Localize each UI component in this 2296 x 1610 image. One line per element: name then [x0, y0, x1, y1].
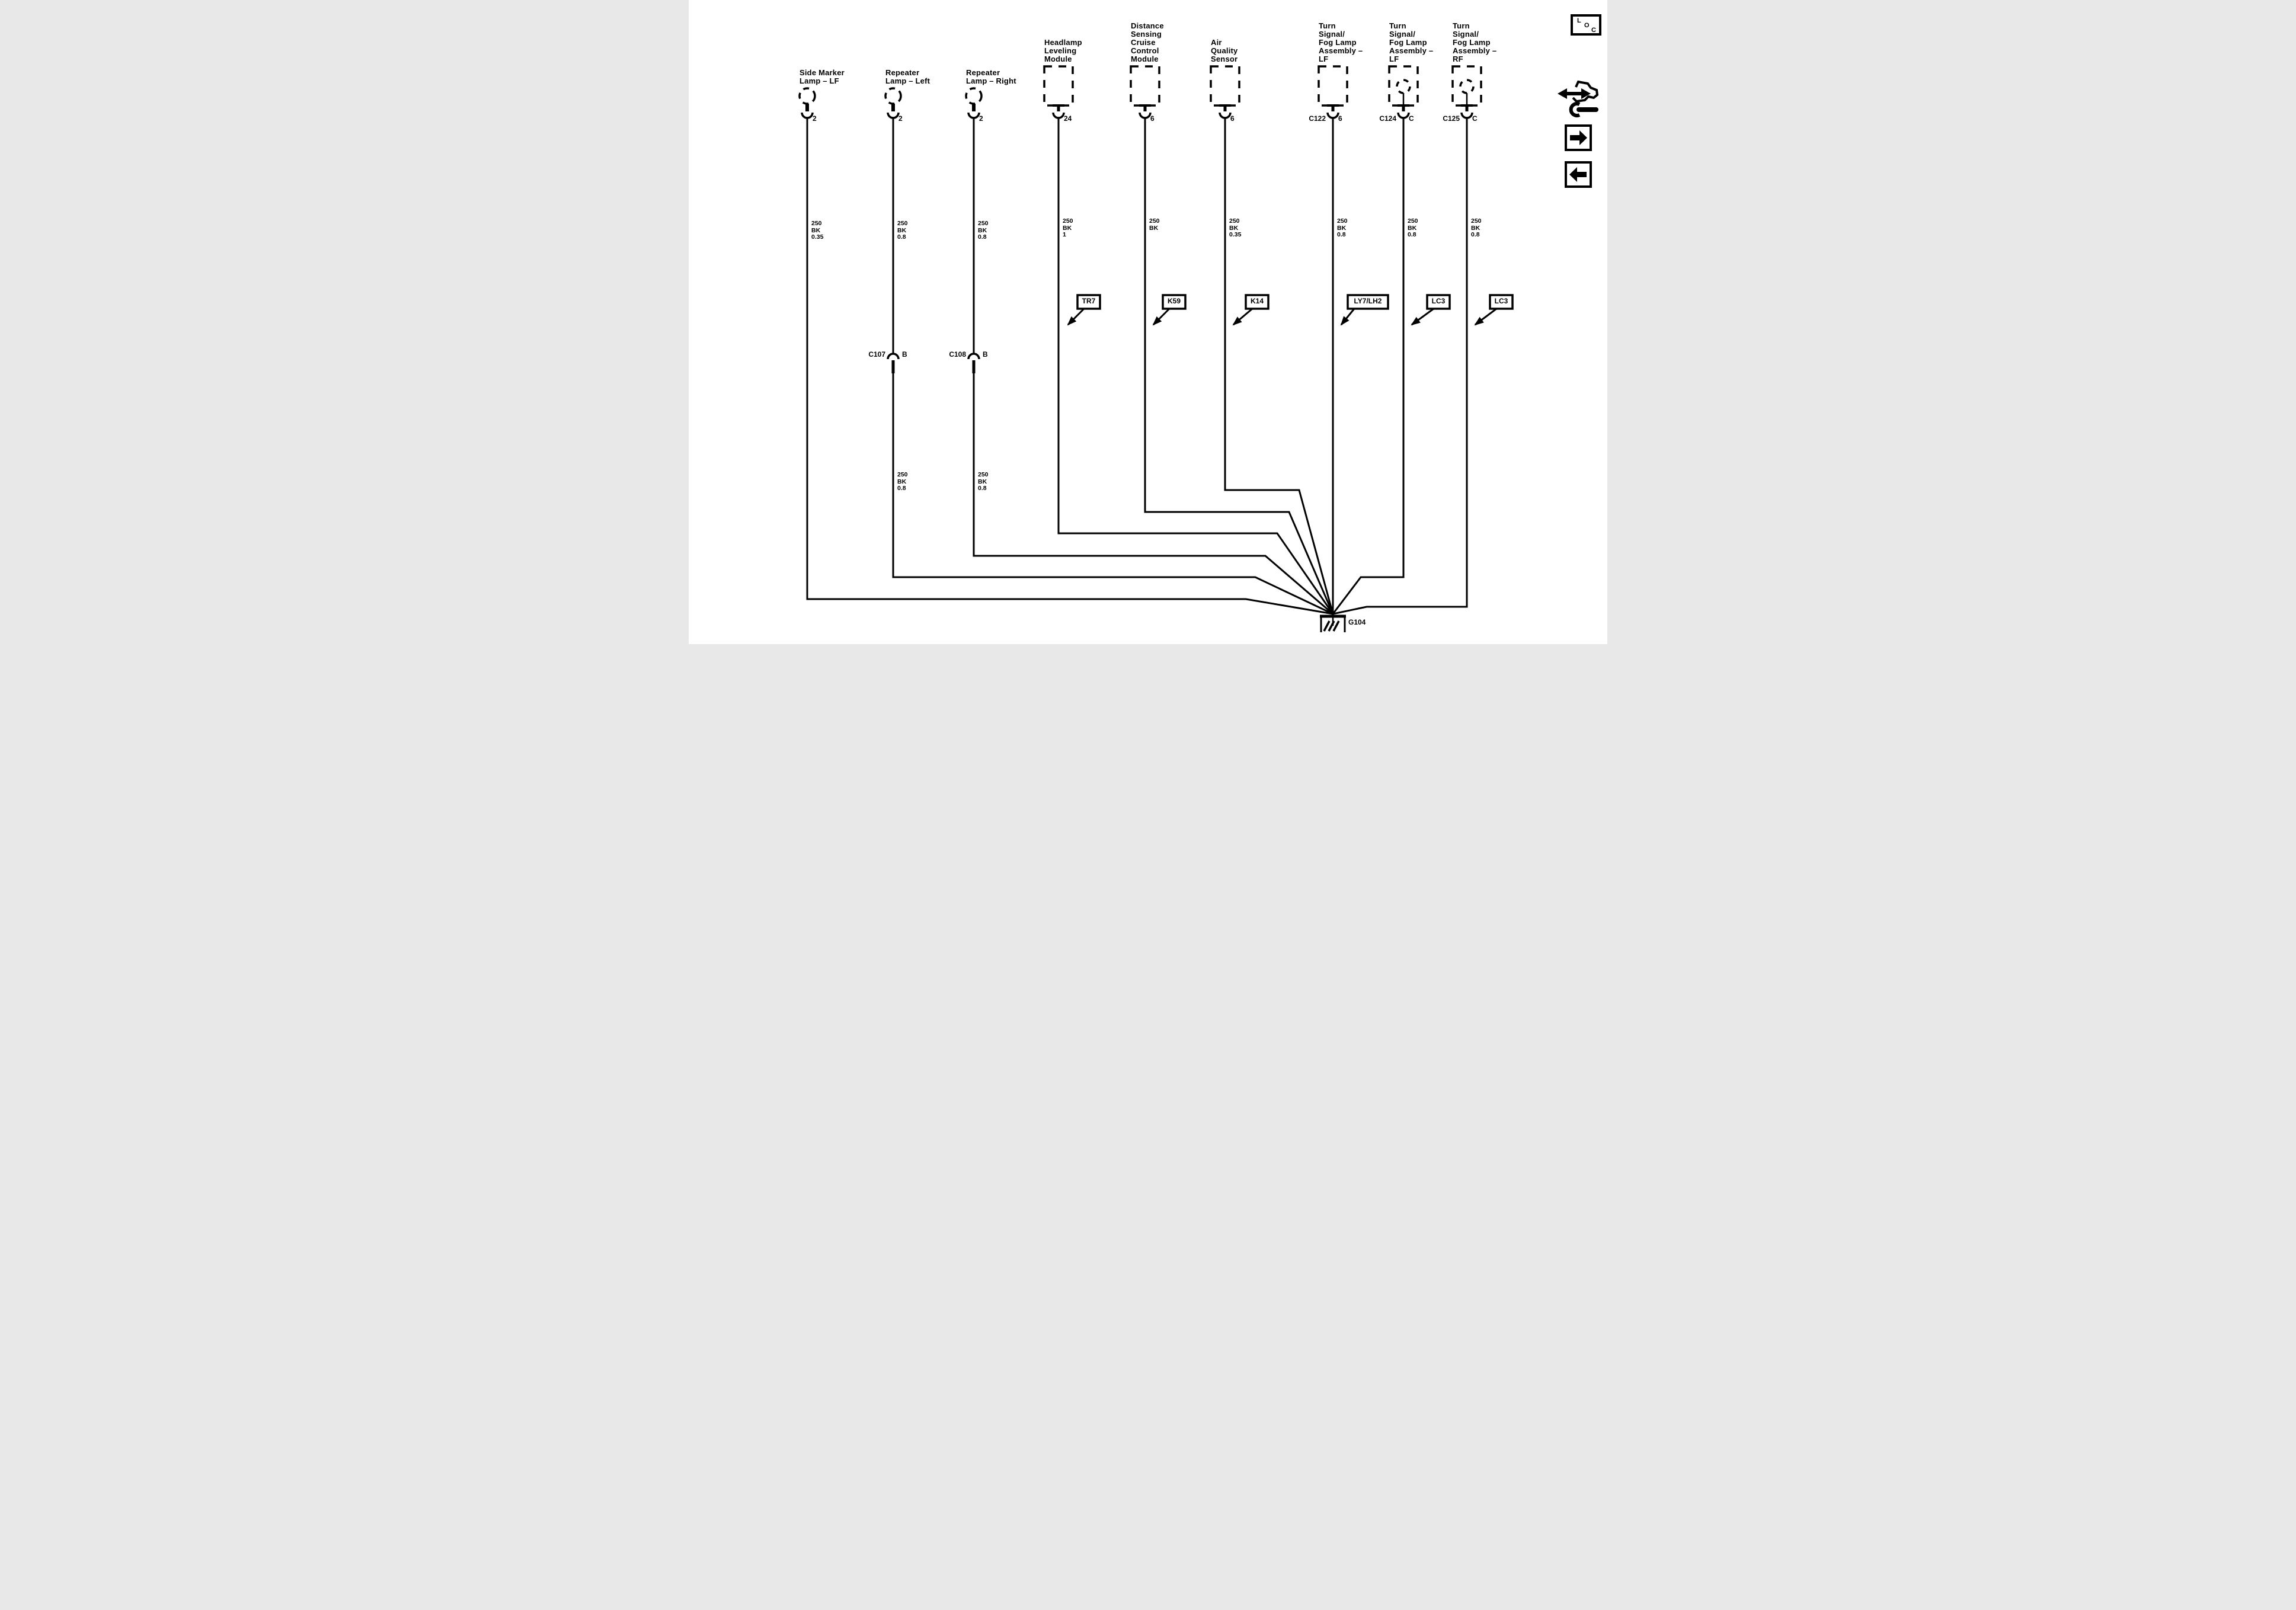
component-5-label: Distance Sensing Cruise Control Module — [1131, 21, 1164, 63]
ground-label: G104 — [1348, 618, 1366, 626]
pin-label: 2 — [979, 114, 983, 123]
pin-label: C — [1409, 114, 1414, 123]
wire-label: 250 BK 0.8 — [1337, 217, 1348, 238]
ref-box-K59[interactable] — [1152, 294, 1187, 326]
diagram-graphics — [798, 65, 1599, 632]
ref-box-label[interactable]: K14 — [1250, 297, 1264, 305]
ref-box-LC3-right[interactable] — [1474, 294, 1514, 326]
wire-label: 250 BK 0.8 — [978, 471, 989, 492]
component-2-label: Repeater Lamp – Left — [885, 68, 930, 85]
ref-box-TR7[interactable] — [1067, 294, 1101, 326]
ref-box-K14[interactable] — [1232, 294, 1269, 326]
loc-letter: L — [1577, 17, 1581, 24]
pin-label: 2 — [813, 114, 817, 123]
ref-box-LC3-left[interactable] — [1411, 294, 1451, 326]
component-9-symbol — [1451, 65, 1482, 119]
connector-label-C107: C107 — [868, 350, 885, 359]
ref-box-label[interactable]: LC3 — [1494, 297, 1508, 305]
wire-6 — [1224, 118, 1334, 614]
dashed-module-icon — [1318, 65, 1348, 107]
ref-box-LY7-LH2[interactable] — [1340, 294, 1389, 326]
nav-back-button[interactable] — [1565, 161, 1592, 188]
component-4-symbol — [1043, 65, 1074, 119]
connector-label-C125: C125 — [1443, 114, 1460, 123]
inline-connector-C108-symbol — [967, 353, 980, 373]
pin-label: 2 — [898, 114, 903, 123]
component-3-label: Repeater Lamp – Right — [966, 68, 1016, 85]
bulb-icon — [1396, 79, 1411, 94]
dashed-module-icon — [1043, 65, 1074, 107]
component-7-label: Turn Signal/ Fog Lamp Assembly – LF — [1319, 21, 1363, 63]
dashed-module-icon — [1130, 65, 1160, 107]
connector-label-C122: C122 — [1309, 114, 1326, 123]
wire-label: 250 BK 0.8 — [897, 220, 908, 241]
wire-3-lower — [973, 373, 1334, 615]
pin-label: 6 — [1338, 114, 1342, 123]
wire-label: 250 BK 0.35 — [811, 220, 824, 241]
ref-box-label[interactable]: TR7 — [1082, 297, 1096, 305]
dashed-module-icon — [1388, 65, 1419, 107]
pin-label: 24 — [1064, 114, 1072, 123]
wire-1 — [806, 118, 1334, 615]
pin-label: 6 — [1150, 114, 1155, 123]
bulb-icon — [965, 87, 983, 105]
ref-box-label[interactable]: LC3 — [1431, 297, 1446, 305]
component-2-symbol — [884, 87, 902, 119]
nav-forward-button[interactable] — [1565, 124, 1592, 151]
connector-label-C108: C108 — [949, 350, 966, 359]
component-6-symbol — [1210, 65, 1240, 119]
wire-5 — [1144, 118, 1334, 614]
component-9-label: Turn Signal/ Fog Lamp Assembly – RF — [1453, 21, 1497, 63]
bulb-icon — [798, 87, 816, 105]
loc-letter: O — [1584, 22, 1590, 29]
loc-letter: C — [1591, 27, 1596, 34]
wire-label: 250 BK 0.8 — [1471, 217, 1482, 238]
component-6-label: Air Quality Sensor — [1211, 38, 1238, 63]
wire-2-lower — [892, 373, 1334, 615]
dashed-module-icon — [1451, 65, 1482, 107]
inline-connector-C107-symbol — [887, 353, 900, 373]
pin-label: B — [983, 350, 988, 359]
wire-label: 250 BK 1 — [1063, 217, 1073, 238]
wire-label: 250 BK — [1149, 217, 1160, 232]
connector-label-C124: C124 — [1379, 114, 1396, 123]
bulb-icon — [884, 87, 902, 105]
bulb-icon — [1459, 79, 1475, 94]
wire-label: 250 BK 0.35 — [1229, 217, 1242, 238]
arrow-left-icon — [1569, 167, 1587, 182]
wire-8 — [1332, 118, 1405, 614]
loc-locator-icon[interactable]: L O C — [1571, 14, 1601, 36]
wire-label: 250 BK 0.8 — [1408, 217, 1418, 238]
wrench-double-arrow-icon[interactable] — [1558, 80, 1599, 117]
wire-label: 250 BK 0.8 — [897, 471, 908, 492]
wiring-diagram-page: Side Marker Lamp – LF Repeater Lamp – Le… — [689, 0, 1607, 644]
component-8-symbol — [1388, 65, 1419, 119]
pin-label: C — [1472, 114, 1478, 123]
arrow-right-icon — [1570, 130, 1587, 145]
ref-box-label[interactable]: LY7/LH2 — [1354, 297, 1382, 305]
component-8-label: Turn Signal/ Fog Lamp Assembly – LF — [1389, 21, 1434, 63]
component-5-symbol — [1130, 65, 1160, 119]
pin-label: B — [902, 350, 907, 359]
wire-4 — [1057, 118, 1334, 614]
ref-box-label[interactable]: K59 — [1167, 297, 1181, 305]
component-1-label: Side Marker Lamp – LF — [800, 68, 845, 85]
ground-symbol — [1320, 614, 1346, 632]
component-1-symbol — [798, 87, 816, 119]
component-7-symbol — [1318, 65, 1348, 119]
pin-label: 6 — [1230, 114, 1235, 123]
dashed-module-icon — [1210, 65, 1240, 107]
component-4-label: Headlamp Leveling Module — [1044, 38, 1082, 63]
component-3-symbol — [965, 87, 983, 119]
wire-label: 250 BK 0.8 — [978, 220, 989, 241]
wire-9 — [1332, 118, 1468, 615]
